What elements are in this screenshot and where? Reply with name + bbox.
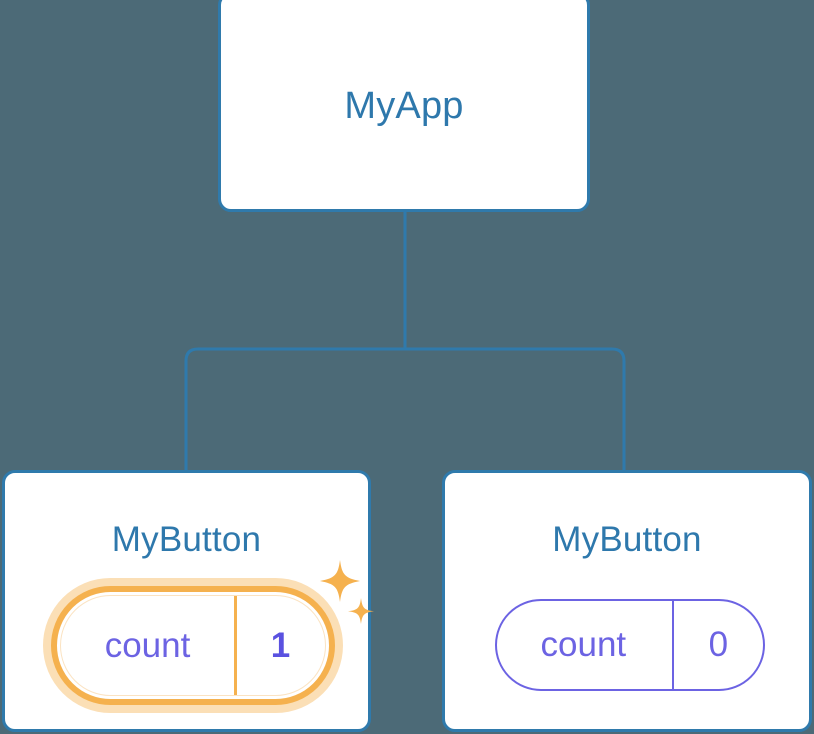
node-mybutton-right[interactable]: MyButton count 0 xyxy=(442,470,812,732)
node-mybutton-right-title: MyButton xyxy=(552,520,702,559)
connector-branch-bar xyxy=(184,347,626,470)
node-myapp[interactable]: MyApp xyxy=(218,0,590,212)
state-pill-left-value: 1 xyxy=(270,625,291,665)
node-myapp-title: MyApp xyxy=(344,85,464,127)
state-pill-left-key: count xyxy=(61,596,237,695)
node-mybutton-left[interactable]: MyButton count 1 xyxy=(2,470,371,732)
state-pill-left-body[interactable]: count 1 xyxy=(60,595,326,696)
state-pill-left[interactable]: count 1 xyxy=(43,578,343,713)
node-mybutton-left-title: MyButton xyxy=(111,520,262,559)
state-pill-right[interactable]: count 0 xyxy=(495,599,765,691)
state-pill-right-value: 0 xyxy=(708,625,729,664)
state-pill-right-key: count xyxy=(497,601,674,689)
state-pill-right-body[interactable]: count 0 xyxy=(495,599,765,691)
